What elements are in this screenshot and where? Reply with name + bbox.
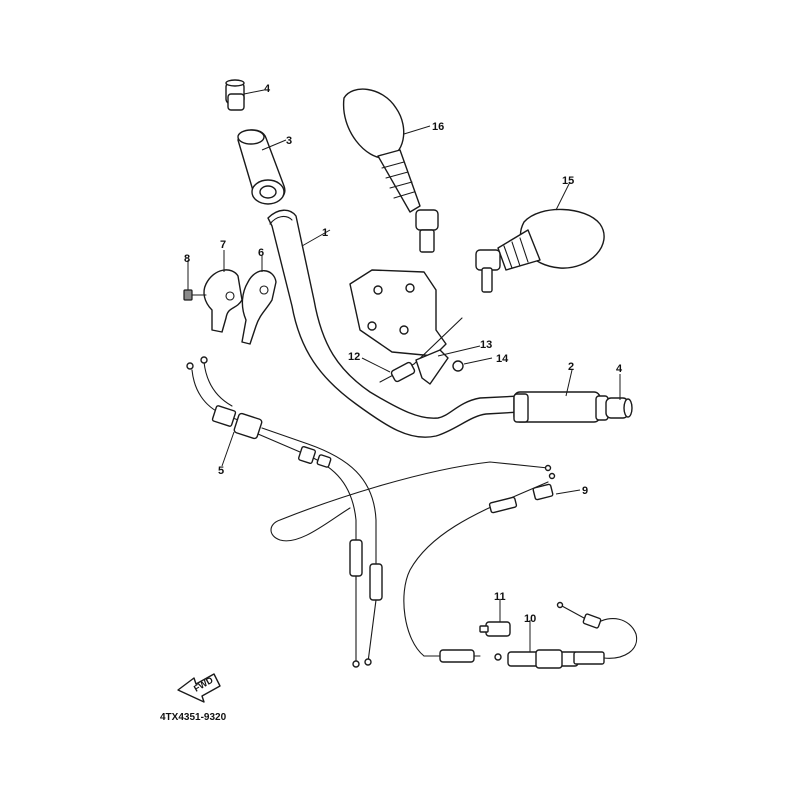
cable-12	[379, 317, 463, 383]
cable-10	[423, 601, 638, 669]
callout-14: 14	[496, 353, 509, 365]
callout-8: 8	[184, 253, 190, 265]
callout-9: 9	[582, 485, 588, 497]
callout-6: 6	[258, 247, 264, 259]
throttle-cable-assembly	[186, 356, 383, 668]
handlebar	[267, 209, 521, 438]
lever-holder-7	[203, 269, 243, 333]
leader-lines	[187, 89, 621, 652]
callout-2: 2	[568, 361, 574, 373]
screw-14	[452, 360, 464, 372]
right-grip	[513, 391, 609, 423]
callout-11: 11	[494, 591, 506, 603]
callout-13: 13	[480, 339, 492, 351]
mirror-right	[475, 208, 605, 293]
callout-3: 3	[286, 135, 292, 147]
mirror-left	[342, 88, 439, 253]
callout-12: 12	[348, 351, 360, 363]
callout-5: 5	[218, 465, 224, 477]
fwd-arrow-icon: FWD	[177, 673, 221, 703]
callout-10: 10	[524, 613, 536, 625]
part-11-fitting	[479, 621, 511, 637]
diagram-code: 4TX4351-9320	[160, 712, 227, 723]
bar-end-weight-right	[605, 397, 633, 419]
bar-end-weight-left	[225, 79, 245, 111]
callout-1: 1	[322, 227, 328, 239]
callout-7: 7	[220, 239, 226, 251]
cable-loop	[270, 461, 556, 657]
lever-holder-6	[241, 270, 277, 345]
callouts: 1 2 3 4 4 5 6 7 8 9 10 11 12 13 14 15 16	[184, 83, 623, 625]
bracket-plate	[349, 269, 447, 357]
left-grip	[237, 129, 286, 205]
callout-16: 16	[432, 121, 444, 133]
callout-4-right: 4	[616, 363, 623, 375]
bolt-8	[183, 289, 207, 301]
callout-4-left: 4	[264, 83, 271, 95]
callout-15: 15	[562, 175, 574, 187]
lever-13	[415, 349, 449, 385]
